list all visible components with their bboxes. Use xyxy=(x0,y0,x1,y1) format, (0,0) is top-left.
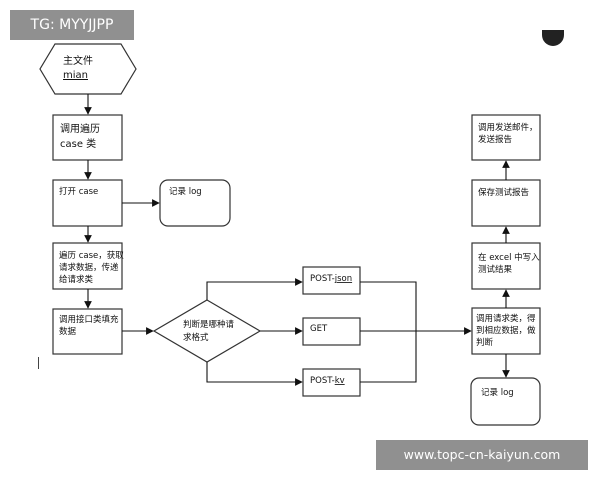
write-excel-label-2: 测试结果 xyxy=(478,264,513,275)
save-report-box xyxy=(471,179,541,227)
decision-label-1: 判断是哪种请 xyxy=(183,319,235,330)
send-mail-label-2: 发送报告 xyxy=(478,134,512,145)
traverse-label-1: 遍历 case，获取 xyxy=(59,250,124,261)
log-box-2 xyxy=(470,377,541,426)
post-json-prefix: POST- xyxy=(310,274,335,284)
edge-post-kv-merge xyxy=(360,331,417,383)
call-traverse-label-2: case 类 xyxy=(60,137,96,150)
edge-decision-to-post-json xyxy=(206,278,303,300)
call-request-label-2: 到相应数据，做 xyxy=(476,325,536,336)
decision-label-2: 求格式 xyxy=(183,332,209,343)
write-excel-label-1: 在 excel 中写入 xyxy=(478,252,540,263)
post-kv-label: POST-kv xyxy=(310,376,345,386)
post-json-suffix: json xyxy=(334,274,352,284)
open-case-label: 打开 case xyxy=(59,186,98,197)
open-case-box xyxy=(52,179,123,227)
call-request-label-3: 判断 xyxy=(476,337,494,348)
call-request-box xyxy=(471,307,541,355)
call-request-label-1: 调用请求类，得 xyxy=(476,313,536,324)
main-file-label: 主文件 xyxy=(63,54,93,67)
corner-shape xyxy=(542,30,564,46)
log-1-label: 记录 log xyxy=(169,187,202,197)
call-traverse-case-box xyxy=(52,114,123,161)
bottom-right-watermark: www.topc-cn-kaiyun.com xyxy=(376,440,588,470)
send-mail-label-1: 调用发送邮件， xyxy=(478,122,538,133)
log-2-label: 记录 log xyxy=(481,388,514,398)
traverse-label-2: 请求数据，传递 xyxy=(59,262,119,273)
send-mail-box xyxy=(471,114,541,161)
main-file-name-label: mian xyxy=(63,70,88,81)
get-box xyxy=(302,317,361,346)
text-cursor xyxy=(38,357,39,369)
edge-post-json-merge xyxy=(360,281,417,331)
post-json-label: POST-json xyxy=(310,274,352,284)
call-traverse-label-1: 调用遍历 xyxy=(60,122,100,135)
top-left-badge: TG: MYYJJPP xyxy=(10,10,134,40)
request-format-decision xyxy=(152,299,262,363)
call-interface-box xyxy=(52,308,123,355)
log-box-1 xyxy=(159,179,231,227)
interface-label-1: 调用接口类填充 xyxy=(59,314,119,325)
get-label: GET xyxy=(310,324,328,334)
write-excel-box xyxy=(471,242,541,290)
traverse-label-3: 给请求类 xyxy=(59,274,94,285)
post-kv-prefix: POST- xyxy=(310,376,335,386)
post-json-box xyxy=(302,266,361,295)
post-kv-box xyxy=(302,368,361,397)
edge-decision-to-post-kv xyxy=(206,362,303,386)
save-report-label: 保存测试报告 xyxy=(478,187,529,198)
traverse-case-box xyxy=(52,242,123,290)
post-kv-suffix: kv xyxy=(335,376,345,386)
interface-label-2: 数据 xyxy=(59,326,77,337)
main-file-hexagon xyxy=(39,43,137,95)
